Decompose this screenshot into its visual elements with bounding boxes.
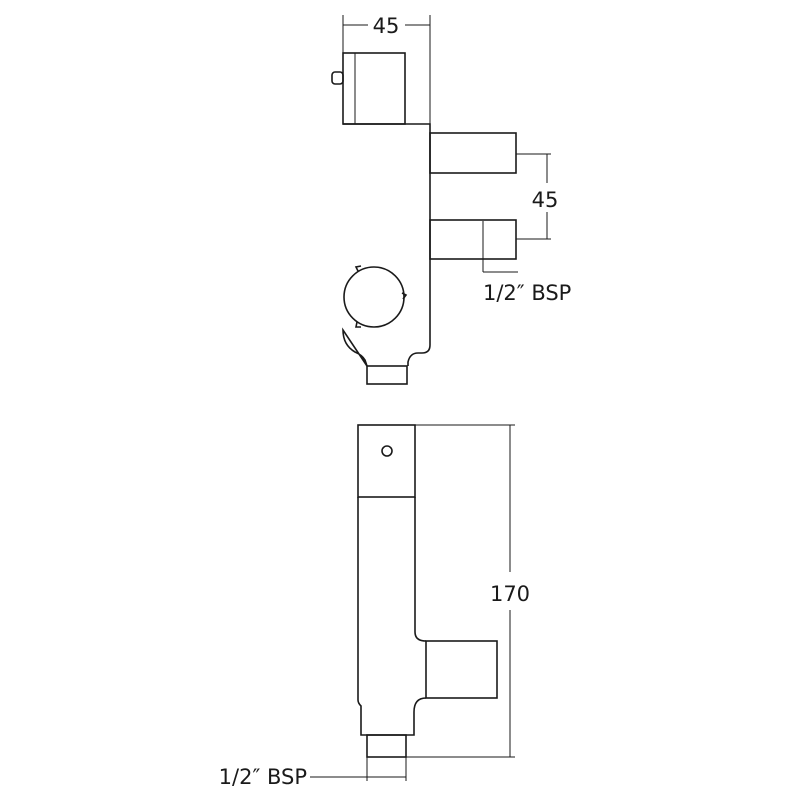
width-dimension: 45 — [342, 14, 431, 124]
handle-hole — [381, 445, 393, 457]
lower-outlet — [429, 219, 517, 260]
valve-body — [342, 123, 431, 367]
outlet-thread-callout: 1/2″ BSP — [482, 221, 571, 305]
height-dimension: 170 — [406, 424, 530, 758]
outlet-spacing-dimension: 45 — [516, 153, 559, 240]
width-dimension-label: 45 — [373, 14, 400, 38]
outlet-spacing-label: 45 — [532, 188, 559, 212]
side-nozzle — [366, 734, 407, 758]
side-outlet — [425, 640, 498, 699]
inlet-thread-label: 1/2″ BSP — [219, 765, 307, 789]
temperature-dial — [343, 265, 408, 328]
upper-outlet — [429, 132, 517, 174]
inlet-thread-callout: 1/2″ BSP — [219, 757, 407, 789]
side-view: 170 1/2″ BSP — [219, 424, 530, 789]
side-body — [357, 497, 427, 736]
side-top-handle — [357, 424, 416, 498]
side-knob — [331, 71, 344, 85]
front-view: 45 45 1/2″ BSP — [331, 14, 571, 385]
height-dimension-label: 170 — [490, 582, 530, 606]
outlet-thread-label: 1/2″ BSP — [483, 281, 571, 305]
top-handle — [342, 52, 406, 125]
bottom-nozzle — [366, 365, 408, 385]
